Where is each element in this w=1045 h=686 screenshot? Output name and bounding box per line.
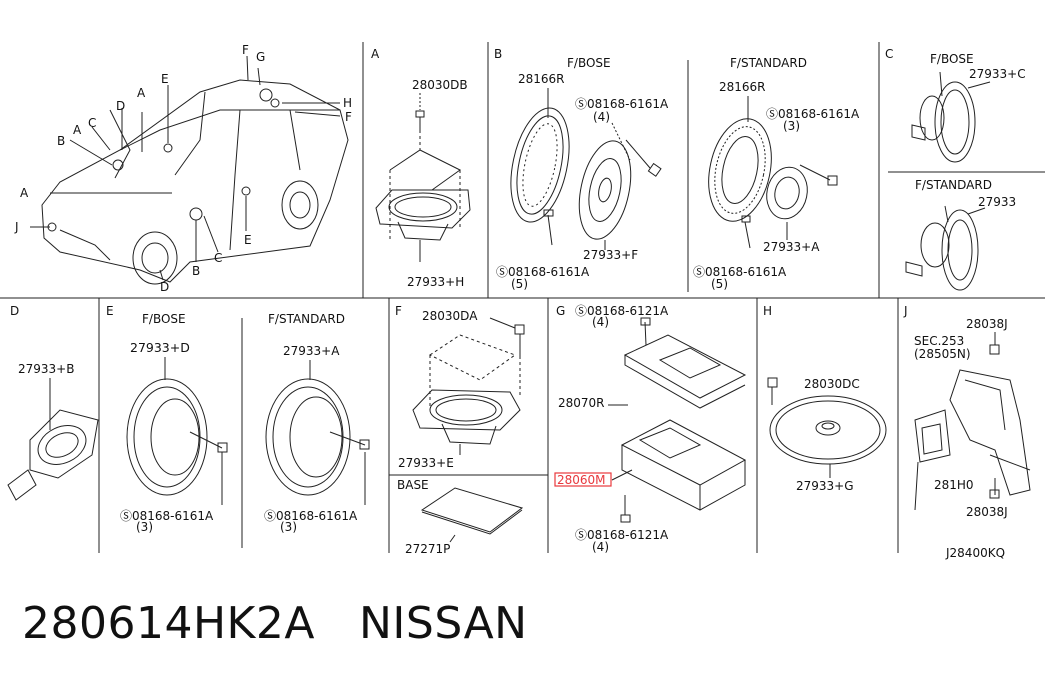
part-label: 281H0 [934, 478, 974, 492]
car-label-c2: C [214, 251, 222, 265]
section-c-letter: C [885, 47, 893, 61]
qty-label: (5) [511, 277, 528, 291]
subheading: F/BOSE [930, 52, 974, 66]
part-label: 28166R [518, 72, 565, 86]
car-label-d2: D [160, 280, 169, 294]
screw-label: Ⓢ08168-6161A [693, 265, 787, 279]
section-a: A 28030DB 27933+H [371, 47, 471, 289]
section-f-letter: F [395, 304, 402, 318]
car-drawing [30, 55, 349, 285]
car-labels: F G E H F A D C A B A J E C B D [14, 43, 352, 294]
part-label: 27933+F [583, 248, 638, 262]
section-a-letter: A [371, 47, 380, 61]
screw-label: Ⓢ08168-6161A [120, 509, 214, 523]
section-h-letter: H [763, 304, 772, 318]
part-label: 28030DA [422, 309, 478, 323]
qty-label: (3) [783, 119, 800, 133]
car-label-b2: B [192, 264, 200, 278]
highlight-box [554, 472, 612, 487]
sec-ref-label: (28505N) [914, 347, 971, 361]
part-label: 27933+A [763, 240, 820, 254]
diagram-id: J28400KQ [945, 546, 1005, 560]
section-e-letter: E [106, 304, 114, 318]
section-b-letter: B [494, 47, 502, 61]
part-label: 27271P [405, 542, 450, 556]
part-label: 27933 [978, 195, 1016, 209]
caption-brand: NISSAN [359, 598, 528, 649]
section-f: F 28030DA 27933+E BASE 27271P [395, 304, 525, 556]
subheading: F/BOSE [567, 56, 611, 70]
qty-label: (5) [711, 277, 728, 291]
section-d: D 27933+B [7, 304, 99, 501]
screw-label: Ⓢ08168-6161A [575, 97, 669, 111]
qty-label: (4) [593, 110, 610, 124]
car-label-g: G [256, 50, 265, 64]
base-label: BASE [397, 478, 429, 492]
part-label: 27933+C [969, 67, 1026, 81]
section-j: J 28038J SEC.253 (28505N) 281H0 28038J [903, 304, 1031, 519]
part-label: 27933+D [130, 340, 190, 355]
subheading: F/STANDARD [268, 312, 345, 326]
subheading: F/BOSE [142, 312, 186, 326]
part-label: 28070R [558, 396, 605, 410]
qty-label: (3) [136, 520, 153, 534]
section-b: B F/BOSE F/STANDARD 28166R Ⓢ08168-6161A … [494, 47, 860, 291]
section-g-letter: G [556, 304, 565, 318]
part-label: 27933+B [18, 362, 74, 376]
section-c: C F/BOSE 27933+C F/STANDARD 27933 [885, 47, 1026, 291]
qty-label: (4) [592, 315, 609, 329]
part-label: 27933+H [407, 275, 464, 289]
sec-label: SEC.253 [914, 334, 964, 348]
car-label-e2: E [244, 233, 252, 247]
caption-part-number: 280614HK2A [22, 598, 315, 649]
subheading: F/STANDARD [915, 178, 992, 192]
part-label: 27933+A [283, 344, 340, 358]
car-label-b: B [57, 134, 65, 148]
part-label: 28038J [966, 317, 1008, 331]
caption: 280614HK2A NISSAN [22, 598, 572, 649]
part-label: 28038J [966, 505, 1008, 519]
screw-label: Ⓢ08168-6161A [264, 509, 358, 523]
section-j-letter: J [903, 304, 908, 318]
qty-label: (3) [280, 520, 297, 534]
part-label: 28166R [719, 80, 766, 94]
car-label-f: F [242, 43, 249, 57]
car-label-f2: F [345, 110, 352, 124]
part-label: 28030DC [804, 377, 860, 391]
part-label: 27933+E [398, 456, 454, 470]
car-label-j: J [14, 220, 19, 234]
car-label-a3: A [20, 186, 29, 200]
car-label-d: D [116, 99, 125, 113]
part-label: 27933+G [796, 479, 854, 493]
subheading: F/STANDARD [730, 56, 807, 70]
section-d-letter: D [10, 304, 19, 318]
qty-label: (4) [592, 540, 609, 554]
car-label-h: H [343, 96, 352, 110]
highlight-part-label: 28060M [557, 473, 606, 487]
car-label-a: A [137, 86, 146, 100]
screw-label: Ⓢ08168-6121A [575, 528, 669, 542]
screw-label: Ⓢ08168-6161A [766, 107, 860, 121]
part-label: 28030DB [412, 78, 468, 92]
car-label-a2: A [73, 123, 82, 137]
screw-label: Ⓢ08168-6161A [496, 265, 590, 279]
screw-label: Ⓢ08168-6121A [575, 304, 669, 318]
section-h: H 28030DC 27933+G [763, 304, 887, 493]
car-label-c: C [88, 116, 96, 130]
section-e: E F/BOSE F/STANDARD 27933+D Ⓢ08168-6161A… [106, 304, 370, 534]
section-g: G Ⓢ08168-6121A (4) 28070R 28060M Ⓢ08168-… [554, 304, 747, 554]
car-label-e: E [161, 72, 169, 86]
